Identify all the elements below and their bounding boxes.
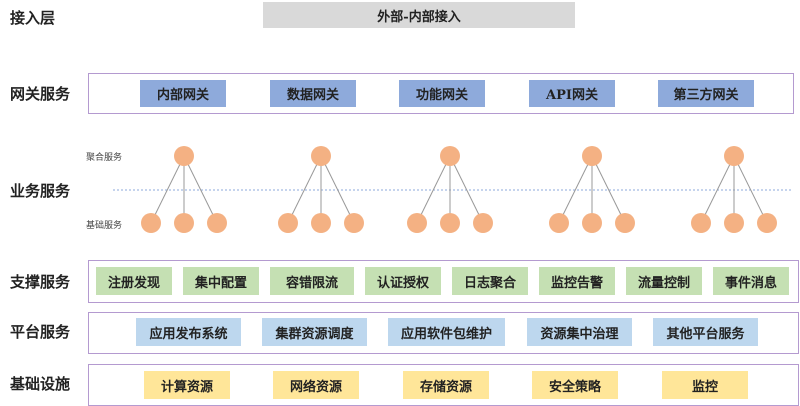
base-service-node xyxy=(582,213,602,233)
tree-edge xyxy=(287,155,322,224)
aggregate-service-label: 聚合服务 xyxy=(86,153,123,163)
service-tree xyxy=(549,146,635,233)
base-service-node xyxy=(278,213,298,233)
gateway-layer-label: 网关服务 xyxy=(10,85,71,103)
platform-item: 应用软件包维护 xyxy=(388,318,505,346)
tree-edge xyxy=(416,155,451,224)
base-service-node xyxy=(724,213,744,233)
platform-item: 应用发布系统 xyxy=(136,318,241,346)
access-bar: 外部-内部接入 xyxy=(263,2,575,28)
tree-edge xyxy=(183,155,218,224)
tree-edge xyxy=(591,155,626,224)
tree-edge xyxy=(449,155,484,224)
service-tree xyxy=(691,146,777,233)
base-service-node xyxy=(757,213,777,233)
support-item: 集中配置 xyxy=(183,267,259,295)
infrastructure-item: 网络资源 xyxy=(273,371,359,399)
gateway-item: 内部网关 xyxy=(140,80,226,107)
aggregate-service-node xyxy=(311,146,331,166)
service-tree xyxy=(141,146,227,233)
base-service-node xyxy=(174,213,194,233)
gateway-item: 第三方网关 xyxy=(658,80,754,107)
base-service-node xyxy=(311,213,331,233)
support-item: 日志聚合 xyxy=(452,267,528,295)
base-service-label: 基础服务 xyxy=(86,221,123,231)
base-service-node xyxy=(473,213,493,233)
infrastructure-item: 监控 xyxy=(662,371,748,399)
aggregate-service-node xyxy=(174,146,194,166)
tree-edge xyxy=(558,155,593,224)
tree-edge xyxy=(320,155,355,224)
base-service-node xyxy=(615,213,635,233)
base-service-node xyxy=(549,213,569,233)
base-service-node xyxy=(440,213,460,233)
tree-edge xyxy=(700,155,735,224)
aggregate-service-node xyxy=(724,146,744,166)
support-item: 认证授权 xyxy=(365,267,441,295)
tree-edge xyxy=(150,155,185,224)
support-item: 事件消息 xyxy=(713,267,789,295)
gateway-item: 数据网关 xyxy=(270,80,356,107)
support-item: 容错限流 xyxy=(270,267,354,295)
base-service-node xyxy=(207,213,227,233)
aggregate-service-node xyxy=(582,146,602,166)
infrastructure-layer-label: 基础设施 xyxy=(10,375,71,393)
base-service-node xyxy=(344,213,364,233)
base-service-node xyxy=(407,213,427,233)
infrastructure-item: 存储资源 xyxy=(403,371,489,399)
access-layer-label: 接入层 xyxy=(10,9,56,27)
base-service-node xyxy=(141,213,161,233)
support-layer-label: 支撑服务 xyxy=(10,273,71,291)
base-service-node xyxy=(691,213,711,233)
aggregate-service-node xyxy=(440,146,460,166)
support-item: 注册发现 xyxy=(96,267,172,295)
platform-layer-label: 平台服务 xyxy=(10,323,71,341)
platform-item: 集群资源调度 xyxy=(262,318,367,346)
support-item: 流量控制 xyxy=(626,267,702,295)
gateway-item: API网关 xyxy=(529,80,615,107)
service-tree xyxy=(407,146,493,233)
platform-item: 资源集中治理 xyxy=(527,318,632,346)
gateway-item: 功能网关 xyxy=(399,80,485,107)
infrastructure-item: 计算资源 xyxy=(144,371,230,399)
infrastructure-item: 安全策略 xyxy=(532,371,618,399)
business-layer-label: 业务服务 xyxy=(10,182,71,200)
service-tree xyxy=(278,146,364,233)
support-item: 监控告警 xyxy=(539,267,615,295)
tree-edge xyxy=(733,155,768,224)
platform-item: 其他平台服务 xyxy=(653,318,758,346)
